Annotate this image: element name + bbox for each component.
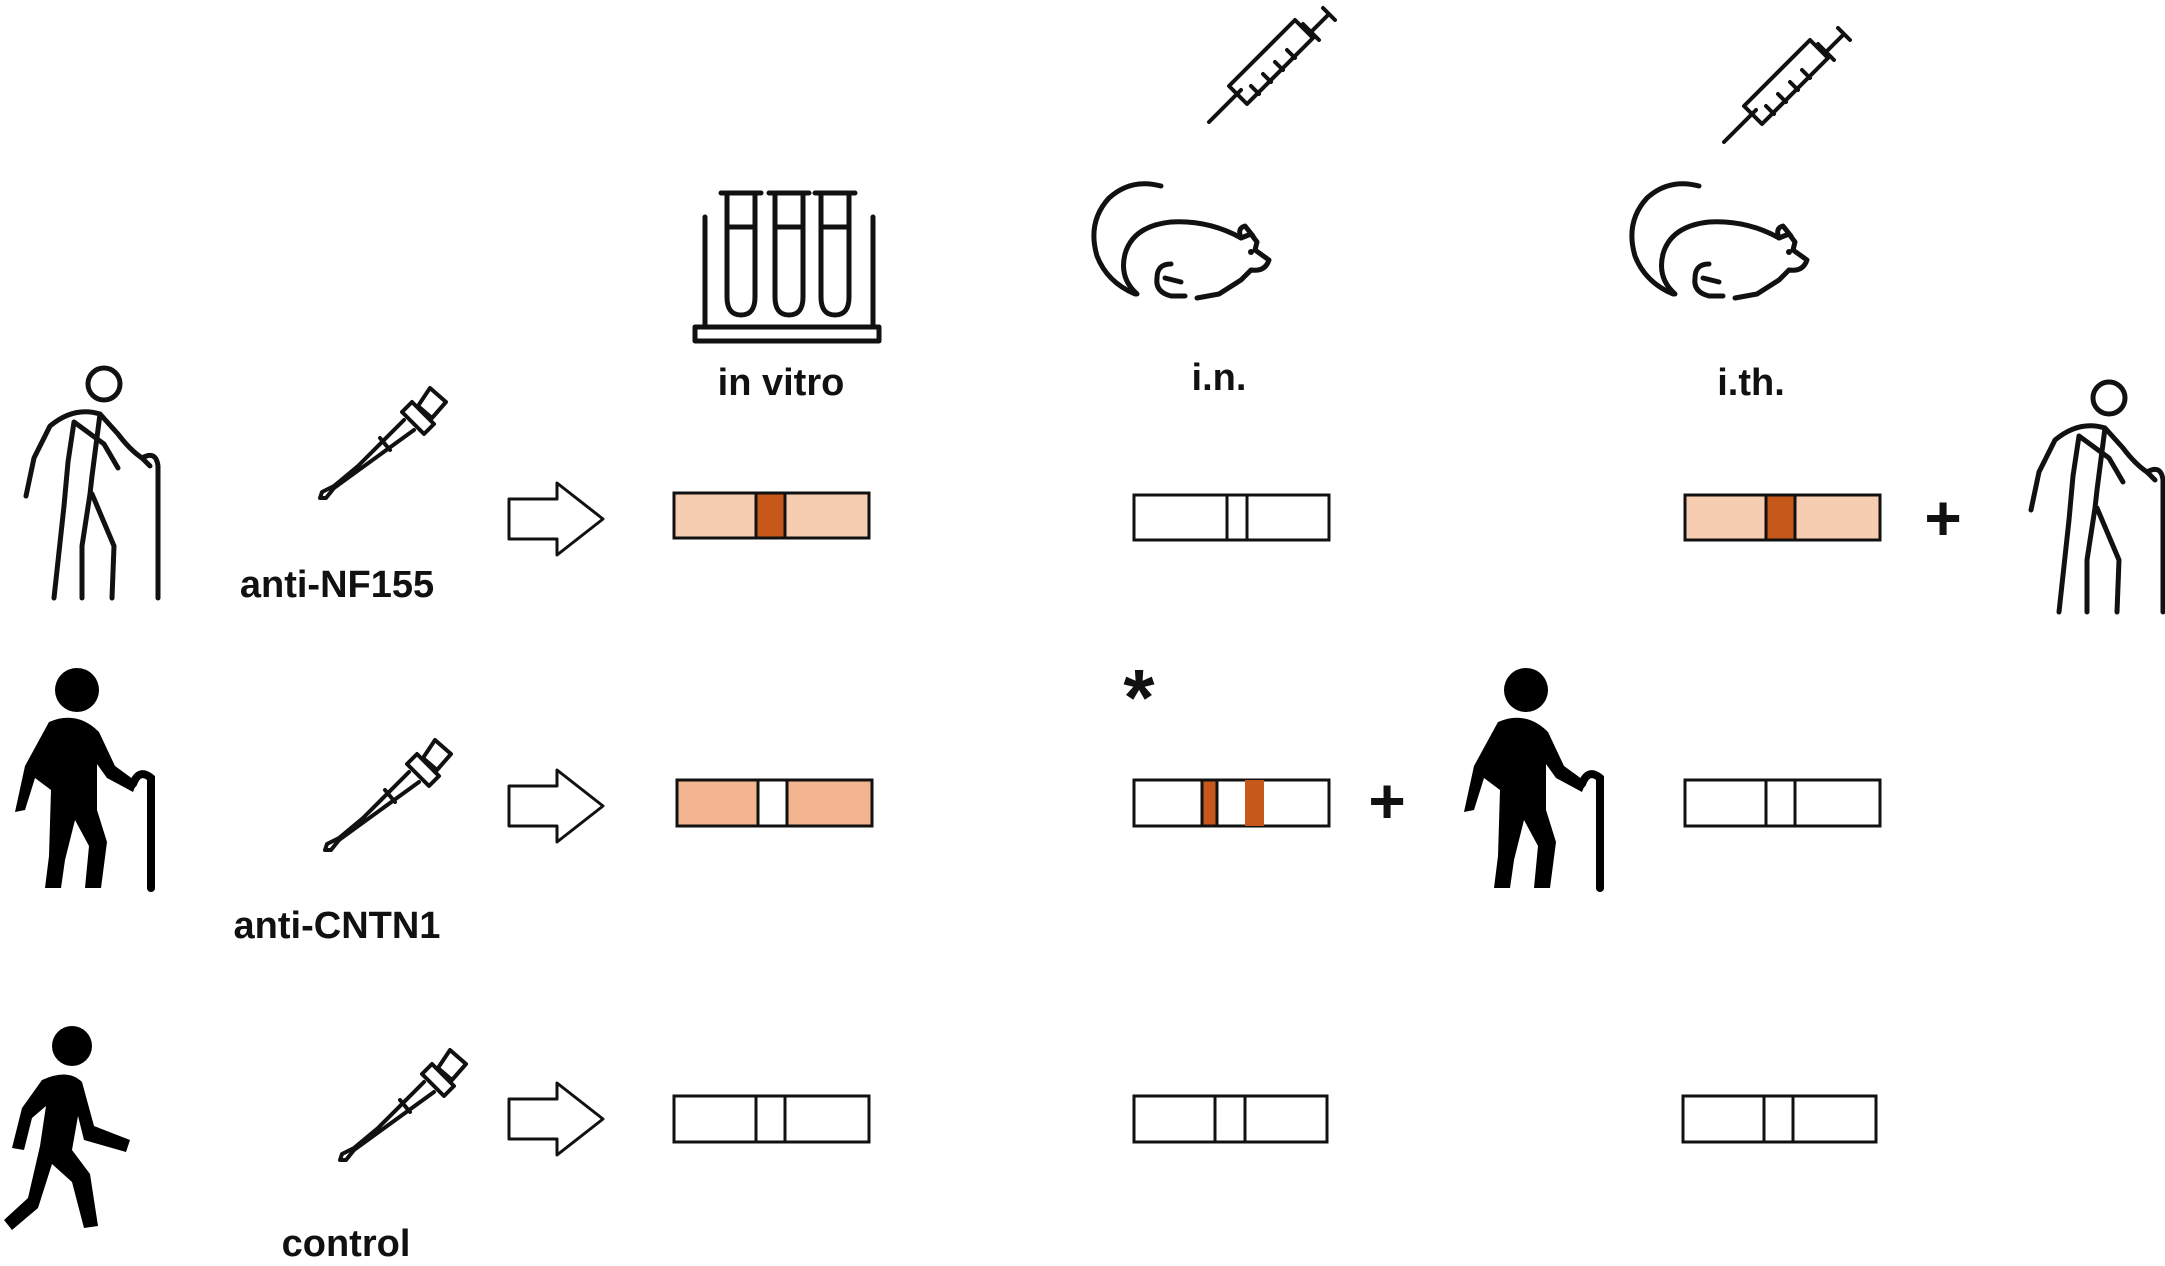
band-strip	[672, 1094, 871, 1144]
dropper-icon	[323, 738, 453, 852]
row-label-control: control	[282, 1223, 411, 1265]
column-label-in-vitro: in vitro	[718, 362, 845, 404]
asterisk-symbol: *	[1123, 653, 1155, 742]
row-label-anti-cntn1: anti-CNTN1	[234, 905, 441, 947]
elderly-person-filled-icon	[15, 668, 151, 888]
mouse-icon	[1632, 184, 1807, 298]
band-strip	[1132, 778, 1331, 828]
plus-symbol: +	[1924, 482, 1961, 554]
band-strip	[675, 778, 874, 828]
elderly-person-filled-icon	[1464, 668, 1600, 888]
band-strip	[1132, 1094, 1329, 1144]
syringe-icon	[1722, 26, 1852, 144]
plus-symbol: +	[1368, 765, 1405, 837]
column-label-in: i.n.	[1192, 357, 1247, 399]
arrow-icon	[507, 1081, 605, 1157]
band-strip	[1683, 778, 1882, 828]
row-label-anti-nf155: anti-NF155	[240, 564, 434, 606]
mouse-icon	[1094, 184, 1269, 298]
elderly-person-outline-icon	[2031, 382, 2163, 612]
arrow-icon	[507, 481, 605, 557]
dropper-icon	[338, 1048, 468, 1162]
walking-person-icon	[4, 1026, 130, 1230]
test-tubes-icon	[695, 193, 879, 341]
band-strip	[1132, 493, 1331, 542]
dropper-icon	[318, 386, 448, 500]
band-strip	[1681, 1094, 1878, 1144]
elderly-person-outline-icon	[26, 368, 158, 598]
band-strip	[1683, 493, 1882, 542]
band-strip	[672, 491, 871, 540]
column-label-ith: i.th.	[1717, 362, 1785, 404]
arrow-icon	[507, 768, 605, 844]
syringe-icon	[1207, 6, 1337, 124]
